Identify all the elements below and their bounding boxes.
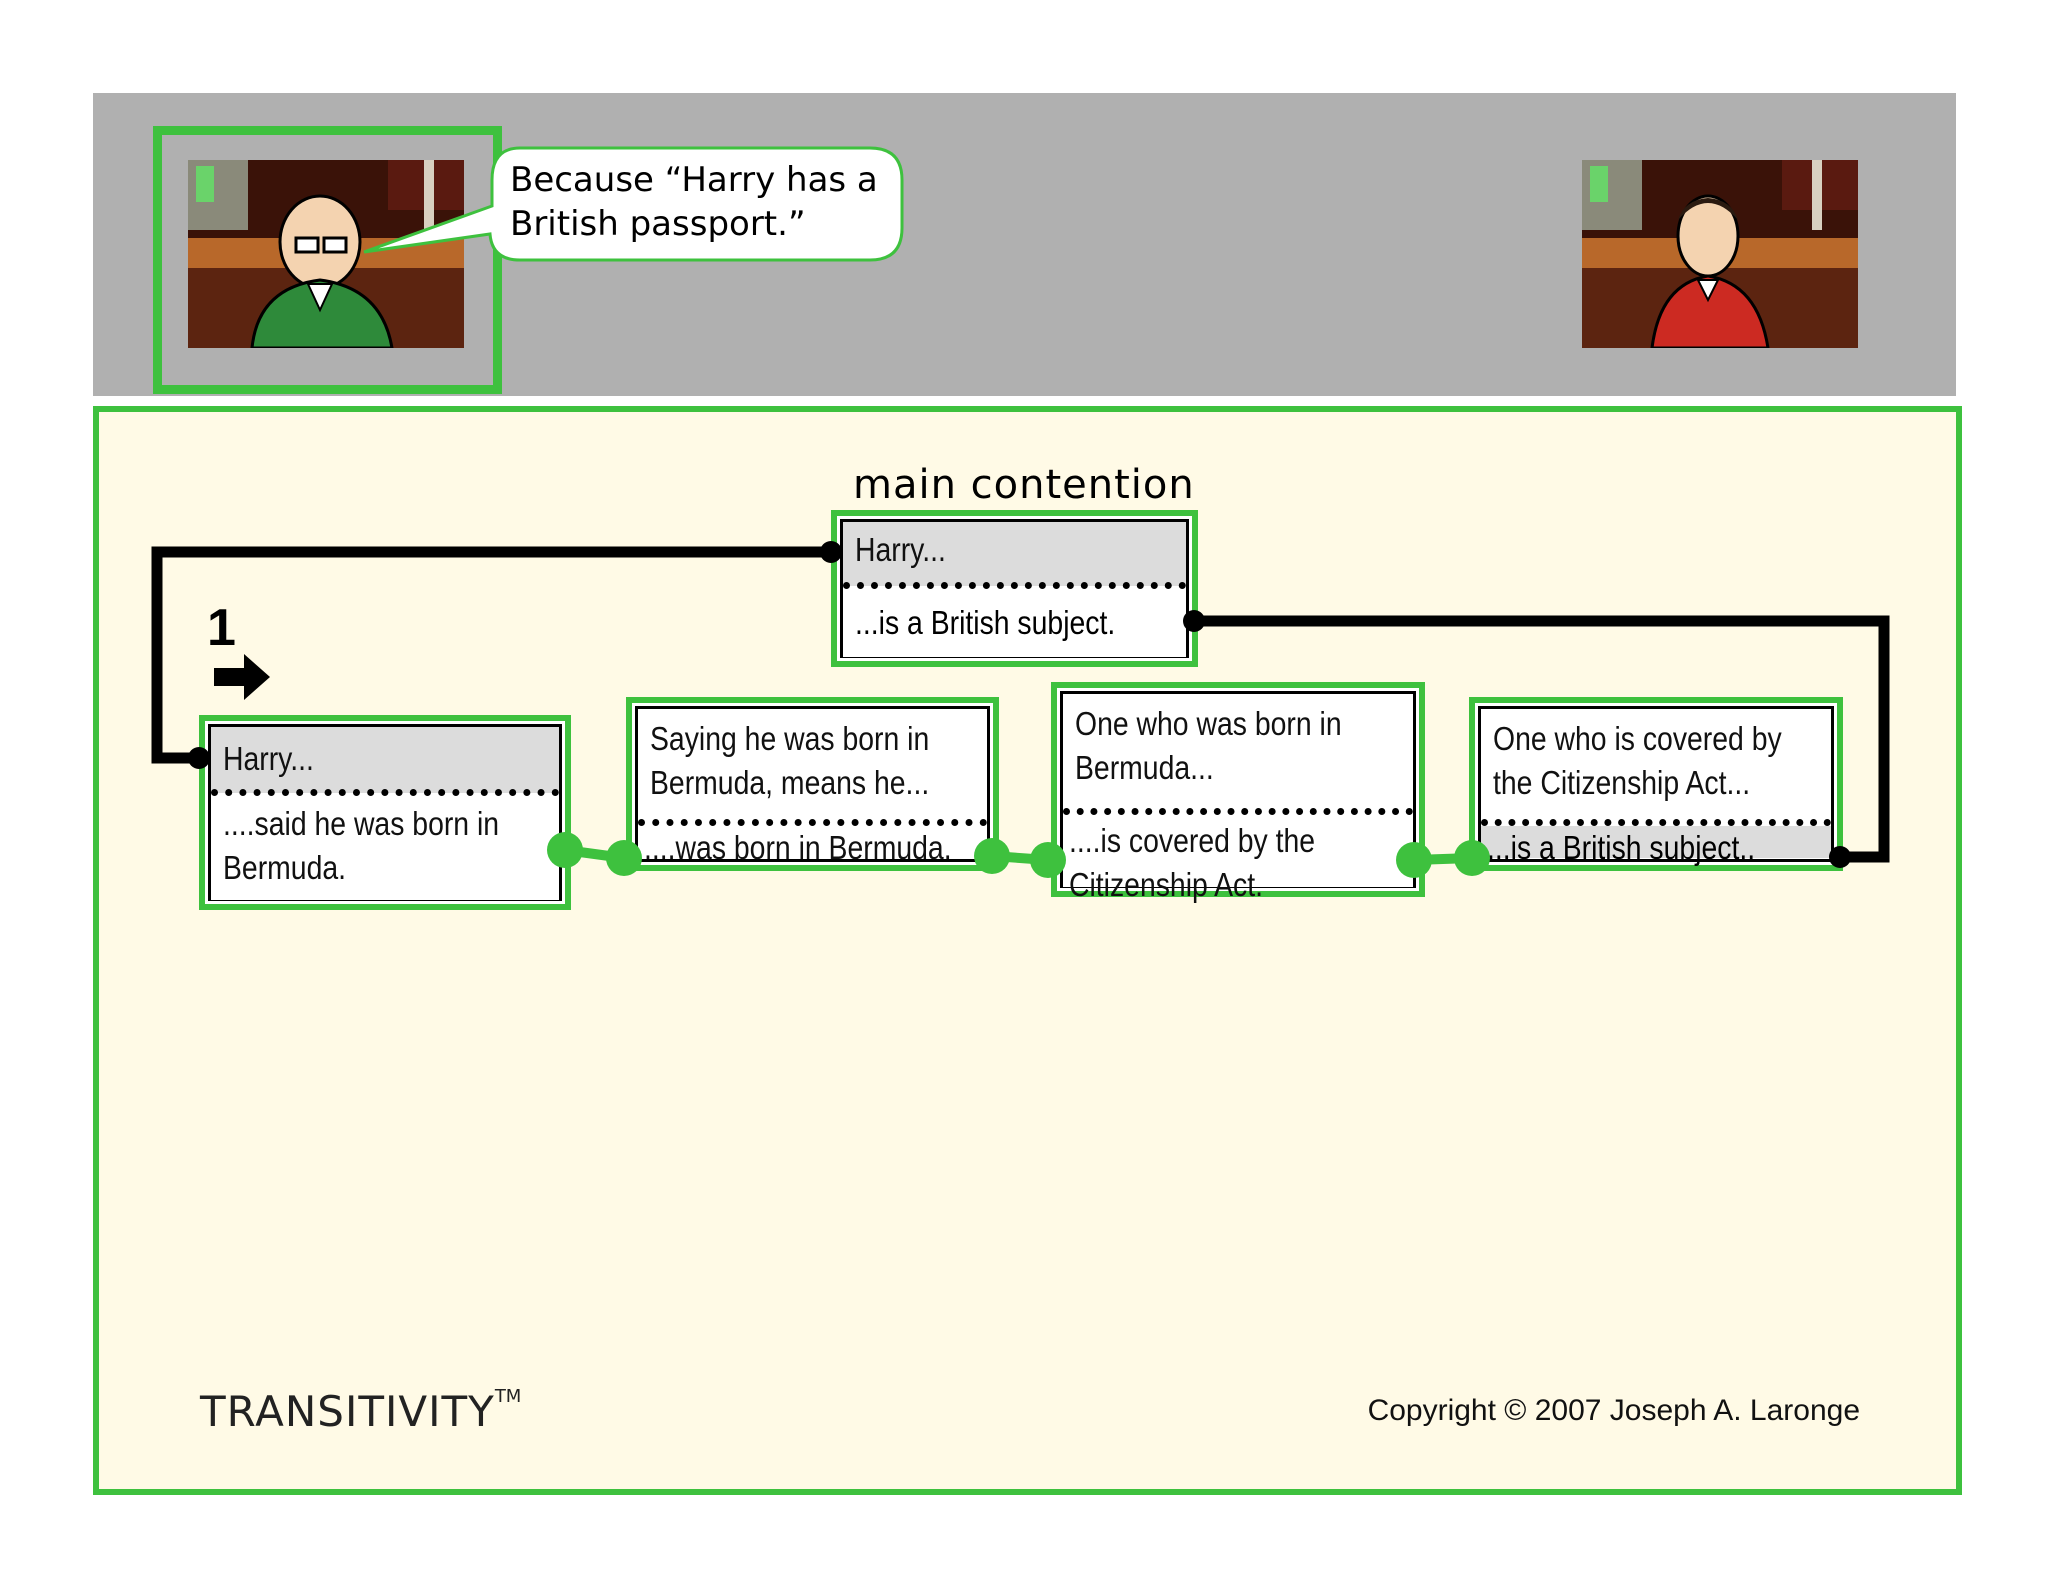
link-2-divider (638, 819, 987, 826)
link-4-subject-line-2: the Citizenship Act... (1493, 764, 1751, 801)
link-2-predicate-text: ....was born in Bermuda. (644, 829, 952, 866)
link-1-divider (211, 789, 559, 796)
main-contention-subject: Harry... (843, 522, 1186, 586)
link-3-predicate-line-2: Citizenship Act. (1069, 866, 1264, 903)
main-contention-box[interactable]: Harry... ...is a British subject. (831, 510, 1198, 667)
link-2-subject-line-2: Bermuda, means he... (650, 764, 930, 801)
link-3-divider (1063, 808, 1413, 815)
link-1-predicate: ....said he was born in Bermuda. (211, 796, 559, 900)
link-4-subject: One who is covered by the Citizenship Ac… (1481, 709, 1831, 819)
link-box-3[interactable]: One who was born in Bermuda... ....is co… (1051, 682, 1425, 903)
link-box-1[interactable]: Harry... ....said he was born in Bermuda… (199, 715, 571, 910)
link-1-predicate-line-2: Bermuda. (223, 849, 347, 886)
link-3-predicate-line-1: ....is covered by the (1069, 822, 1316, 859)
brand-name: TRANSITIVITY (200, 1387, 495, 1436)
link-1-subject-text: Harry... (223, 740, 314, 777)
link-3-subject-line-1: One who was born in (1075, 705, 1342, 742)
trademark-mark: TM (494, 1386, 522, 1407)
link-4-subject-line-1: One who is covered by (1493, 720, 1782, 757)
active-speaker-highlight (153, 126, 502, 394)
main-contention-title: main contention (853, 462, 1195, 508)
red-suit-man-illustration (1582, 160, 1858, 348)
link-4-predicate: ...is a British subject.. (1481, 826, 1831, 866)
link-2-subject: Saying he was born in Bermuda, means he.… (638, 709, 987, 819)
speech-bubble-line-2: British passport.” (510, 204, 806, 244)
link-4-divider (1481, 819, 1831, 826)
main-contention-divider (843, 582, 1186, 589)
link-2-subject-line-1: Saying he was born in (650, 720, 930, 757)
green-suit-man-illustration (188, 160, 464, 348)
link-2-predicate: ....was born in Bermuda. (638, 826, 987, 866)
link-box-4[interactable]: One who is covered by the Citizenship Ac… (1469, 697, 1843, 871)
copyright-notice: Copyright © 2007 Joseph A. Laronge (1367, 1394, 1860, 1427)
speech-bubble-line-1: Because “Harry has a (510, 160, 878, 200)
right-character-portrait[interactable] (1582, 160, 1858, 348)
link-4-predicate-text: ...is a British subject.. (1487, 829, 1756, 866)
link-3-predicate: ....is covered by the Citizenship Act. (1063, 815, 1413, 903)
left-character-portrait[interactable] (188, 160, 464, 348)
right-arrow-icon (214, 654, 270, 700)
speech-bubble-shape (363, 146, 904, 262)
main-contention-subject-text: Harry... (855, 531, 946, 568)
main-contention-predicate-text: ...is a British subject. (855, 604, 1116, 641)
link-1-subject: Harry... (211, 727, 559, 793)
main-contention-predicate: ...is a British subject. (843, 589, 1186, 657)
link-box-2[interactable]: Saying he was born in Bermuda, means he.… (626, 697, 999, 871)
link-3-subject-line-2: Bermuda... (1075, 749, 1214, 786)
brand-logo: TRANSITIVITYTM (200, 1386, 521, 1436)
link-1-predicate-line-1: ....said he was born in (223, 805, 500, 842)
speech-bubble-text: Because “Harry has a British passport.” (510, 158, 900, 246)
link-3-subject: One who was born in Bermuda... (1063, 694, 1413, 808)
step-number: 1 (207, 599, 236, 657)
